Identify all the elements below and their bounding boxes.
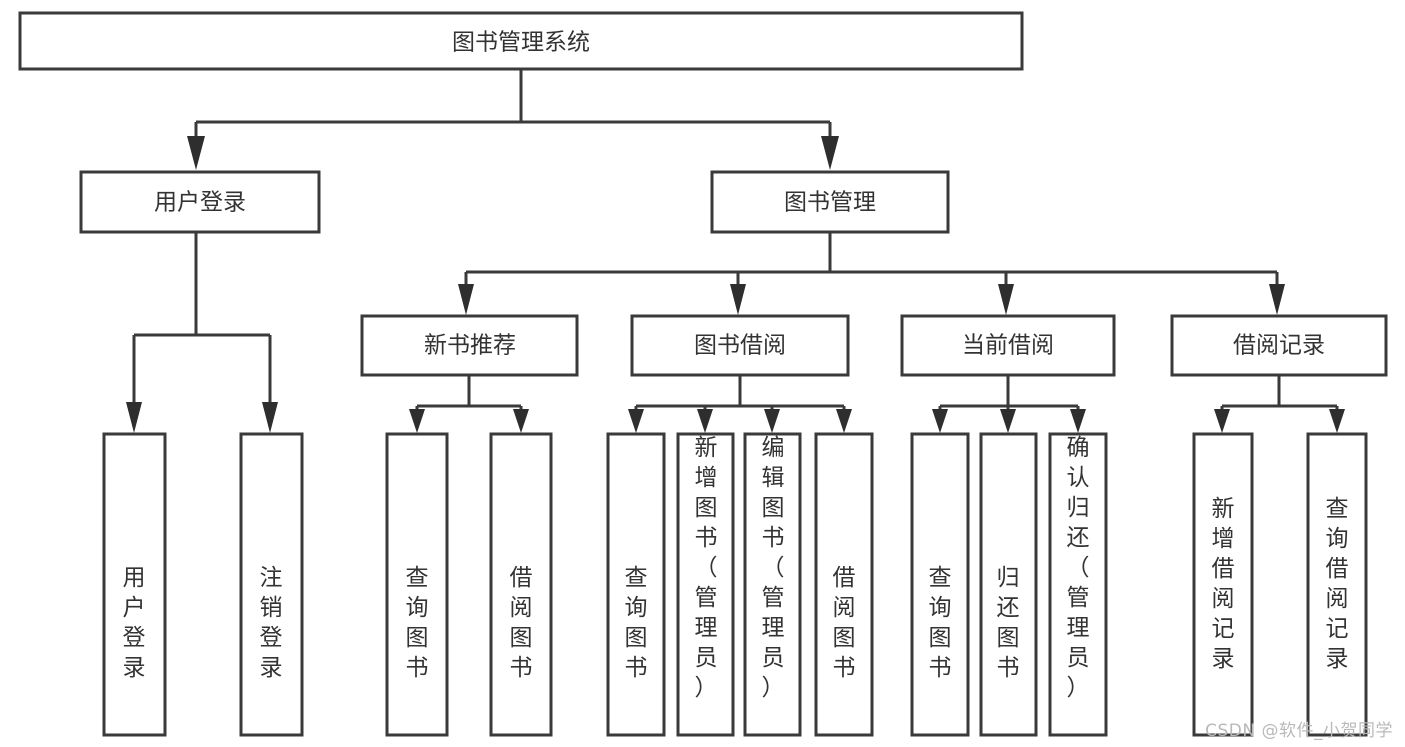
node-leaf-query-book-3[interactable]: 查询图书	[910, 432, 970, 737]
connector-group-user-login	[126, 233, 278, 433]
node-leaf-logout-box[interactable]	[239, 432, 304, 737]
node-leaf-query-book-3-box[interactable]	[910, 432, 970, 737]
node-leaf-borrow-book-2-label: 借阅图书	[833, 565, 856, 681]
node-current-borrow[interactable]: 当前借阅	[900, 314, 1116, 377]
connector-group-new-book-recommend	[409, 375, 529, 433]
node-leaf-add-record-box[interactable]	[1192, 432, 1254, 737]
arrow-head-user-login	[187, 136, 205, 170]
node-leaf-user-login-box[interactable]	[102, 432, 167, 737]
node-leaf-confirm-return-box[interactable]	[1048, 432, 1108, 737]
node-leaf-confirm-return-label: 确认归还（管理员）	[1067, 435, 1090, 701]
node-leaf-query-book-2-box[interactable]	[606, 432, 666, 737]
node-leaf-edit-book[interactable]: 编辑图书（管理员）	[743, 432, 802, 737]
node-borrow-record-label: 借阅记录	[1233, 333, 1325, 359]
node-user-login-box[interactable]	[79, 170, 321, 234]
arrow-head-new-book-recommend	[458, 284, 474, 315]
node-root-label: 图书管理系统	[452, 30, 590, 56]
node-borrow-record[interactable]: 借阅记录	[1170, 314, 1388, 377]
node-leaf-query-record-label: 查询借阅记录	[1326, 496, 1349, 672]
connector-group-book-borrow	[628, 375, 852, 433]
arrow-head-leaf-logout	[262, 402, 278, 433]
node-new-book-recommend-box[interactable]	[360, 314, 579, 377]
node-leaf-query-book-2[interactable]: 查询图书	[606, 432, 666, 737]
arrow-head-leaf-query-book-1	[409, 409, 425, 433]
node-leaf-add-book[interactable]: 新增图书（管理员）	[676, 432, 735, 737]
node-leaf-return-book-box[interactable]	[979, 432, 1038, 737]
node-borrow-record-box[interactable]	[1170, 314, 1388, 377]
node-root-box[interactable]	[18, 11, 1024, 71]
arrow-head-leaf-borrow-book-1	[513, 409, 529, 433]
connector-group-book-management	[458, 233, 1285, 315]
arrow-head-leaf-edit-book	[764, 409, 780, 433]
node-leaf-edit-book-box[interactable]	[743, 432, 802, 737]
node-leaf-query-book-1-box[interactable]	[385, 432, 449, 737]
arrow-head-book-borrow	[730, 284, 746, 315]
node-leaf-user-login[interactable]: 用户登录	[102, 432, 167, 737]
arrow-head-leaf-user-login	[126, 402, 142, 433]
arrow-head-leaf-query-record	[1329, 409, 1345, 433]
arrow-head-leaf-confirm-return	[1070, 409, 1086, 433]
node-leaf-add-book-label: 新增图书（管理员）	[695, 435, 718, 701]
node-leaf-borrow-book-2-box[interactable]	[814, 432, 874, 737]
arrow-head-borrow-record	[1269, 284, 1285, 315]
arrow-head-book-management	[821, 136, 839, 170]
node-leaf-return-book[interactable]: 归还图书	[979, 432, 1038, 737]
node-leaf-query-record-box[interactable]	[1306, 432, 1368, 737]
node-leaf-logout[interactable]: 注销登录	[239, 432, 304, 737]
node-leaf-borrow-book-1[interactable]: 借阅图书	[489, 432, 553, 737]
arrow-head-leaf-query-book-2	[628, 409, 644, 433]
node-leaf-edit-book-label: 编辑图书（管理员）	[762, 435, 785, 701]
node-user-login[interactable]: 用户登录	[79, 170, 321, 234]
node-leaf-add-book-box[interactable]	[676, 432, 735, 737]
node-book-borrow-box[interactable]	[630, 314, 850, 377]
node-leaf-query-book-2-label: 查询图书	[625, 565, 648, 681]
node-leaf-add-record-label: 新增借阅记录	[1212, 496, 1235, 672]
arrow-head-leaf-borrow-book-2	[836, 409, 852, 433]
node-leaf-user-login-label: 用户登录	[123, 565, 146, 681]
node-book-borrow-label: 图书借阅	[694, 333, 786, 359]
node-book-borrow[interactable]: 图书借阅	[630, 314, 850, 377]
node-leaf-borrow-book-1-box[interactable]	[489, 432, 553, 737]
node-leaf-borrow-book-2[interactable]: 借阅图书	[814, 432, 874, 737]
node-leaf-query-record[interactable]: 查询借阅记录	[1306, 432, 1368, 737]
arrow-head-leaf-add-record	[1214, 409, 1230, 433]
arrow-head-leaf-add-book	[697, 409, 713, 433]
node-user-login-label: 用户登录	[154, 190, 246, 216]
node-root[interactable]: 图书管理系统	[18, 11, 1024, 71]
node-leaf-confirm-return[interactable]: 确认归还（管理员）	[1048, 432, 1108, 737]
connector-group-borrow-record	[1214, 375, 1345, 433]
node-leaf-return-book-label: 归还图书	[997, 565, 1020, 681]
node-book-management[interactable]: 图书管理	[710, 170, 950, 234]
node-current-borrow-label: 当前借阅	[962, 333, 1054, 359]
node-leaf-borrow-book-1-label: 借阅图书	[510, 565, 533, 681]
node-book-management-box[interactable]	[710, 170, 950, 234]
node-current-borrow-box[interactable]	[900, 314, 1116, 377]
arrow-head-current-borrow	[998, 284, 1014, 315]
node-leaf-query-book-1-label: 查询图书	[406, 565, 429, 681]
node-leaf-query-book-1[interactable]: 查询图书	[385, 432, 449, 737]
node-leaf-logout-label: 注销登录	[260, 565, 283, 681]
node-new-book-recommend[interactable]: 新书推荐	[360, 314, 579, 377]
csdn-watermark: CSDN @软件_小贺同学	[1205, 721, 1393, 741]
node-new-book-recommend-label: 新书推荐	[424, 333, 516, 359]
arrow-head-leaf-query-book-3	[932, 409, 948, 433]
node-leaf-query-book-3-label: 查询图书	[929, 565, 952, 681]
node-leaf-add-record[interactable]: 新增借阅记录	[1192, 432, 1254, 737]
connector-group-current-borrow	[932, 375, 1086, 433]
node-book-management-label: 图书管理	[784, 190, 876, 216]
arrow-head-leaf-return-book	[1000, 409, 1016, 433]
connector-group-root	[187, 69, 839, 170]
